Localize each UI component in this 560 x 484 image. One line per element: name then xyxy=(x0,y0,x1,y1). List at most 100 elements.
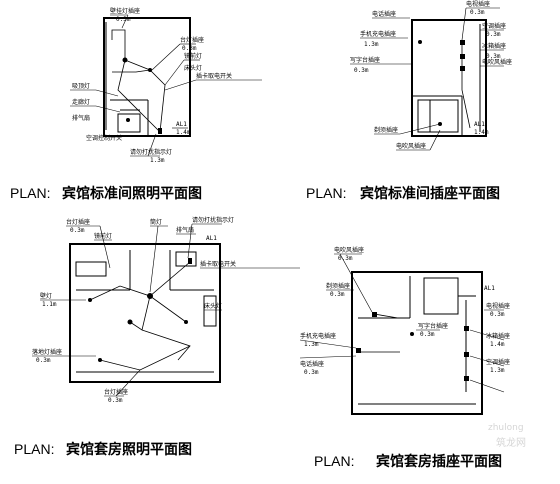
floor-plan xyxy=(103,17,191,137)
panel-standard-room-lighting: 壁挂灯插座 0.3m 台灯插座 0.3m 镜前灯 床头灯 插卡取电开关 吸顶灯 … xyxy=(10,7,262,202)
ceiling-light-symbol xyxy=(122,57,128,63)
note-10: 请勿打扰指示灯 xyxy=(130,148,172,156)
note-5: 插卡取电开关 xyxy=(196,72,232,80)
note-2: 空调插座 xyxy=(482,22,506,30)
tv-socket-symbol xyxy=(464,326,469,331)
desk-socket-symbol xyxy=(410,332,414,336)
note-8: 空调插座 xyxy=(486,358,510,366)
value-2: 0.3m xyxy=(182,45,197,52)
note-6: 手机充电插座 xyxy=(360,30,396,38)
caption: PLAN: 宾馆标准间插座平面图 xyxy=(306,185,500,202)
mirror-light-symbol xyxy=(126,118,130,122)
note-7: 冰箱插座 xyxy=(486,332,510,340)
value-2: 0.3m xyxy=(486,31,501,38)
leaders xyxy=(350,7,504,151)
note-7: 写字台插座 xyxy=(350,56,380,64)
note-9: 空调控制开关 xyxy=(86,134,122,142)
tag-1: AL1 xyxy=(206,235,217,242)
note-2: 剃须插座 xyxy=(326,282,350,290)
note-2: 台灯插座 xyxy=(180,36,204,44)
note-9: 落地灯插座 xyxy=(32,348,62,356)
note-3: 冰箱插座 xyxy=(482,42,506,50)
note-8: 剃须插座 xyxy=(374,126,398,134)
tag-1: AL1 xyxy=(484,285,495,292)
switch-symbol xyxy=(188,258,192,264)
note-3: 筒灯 xyxy=(150,218,162,226)
bedside-light-symbol xyxy=(184,320,188,324)
note-7: 走廊灯 xyxy=(72,98,90,106)
plan-title: 宾馆套房照明平面图 xyxy=(66,441,192,458)
note-6: 插卡取电开关 xyxy=(200,260,236,268)
panel-suite-lighting: 台灯插座 0.3m 镜前灯 筒灯 排气扇 请勿打扰指示灯 AL1 插卡取电开关 … xyxy=(14,216,300,458)
note-9: 电吹风插座 xyxy=(396,142,426,150)
note-3: 手机充电插座 xyxy=(300,332,336,340)
note-7: 床头灯 xyxy=(204,302,222,310)
value-6: 0.3m xyxy=(490,311,505,318)
ac-socket-symbol xyxy=(464,376,469,381)
ac-socket-symbol xyxy=(460,54,465,59)
note-1: 台灯插座 xyxy=(66,218,90,226)
value-3: 1.4m xyxy=(176,129,191,136)
note-2: 镜前灯 xyxy=(94,232,112,240)
watermark: zhulong 筑龙网 xyxy=(488,423,526,449)
note-4: 床头灯 xyxy=(184,64,202,72)
switch-symbol xyxy=(158,128,162,134)
value-1: 0.3m xyxy=(70,227,85,234)
fridge-socket-symbol xyxy=(460,66,465,71)
shaver-socket-symbol xyxy=(372,312,377,317)
fridge-socket-symbol xyxy=(464,352,469,357)
tv-socket-symbol xyxy=(460,40,465,45)
note-3: 镜前灯 xyxy=(184,52,202,60)
value-3: 0.3m xyxy=(36,357,51,364)
annotations: 壁挂灯插座 0.3m 台灯插座 0.3m 镜前灯 床头灯 插卡取电开关 吸顶灯 … xyxy=(72,7,232,164)
plan-label: PLAN: xyxy=(306,185,346,201)
value-8: 1.3m xyxy=(490,367,505,374)
wiring xyxy=(88,258,192,371)
caption: PLAN: 宾馆套房照明平面图 xyxy=(14,441,192,458)
wall-light-symbol xyxy=(88,298,92,302)
note-1: 电吹风插座 xyxy=(334,246,364,254)
plan-label: PLAN: xyxy=(14,441,54,457)
value-3: 1.3m xyxy=(304,341,319,348)
value-1: 0.3m xyxy=(116,16,131,23)
watermark-brand: zhulong xyxy=(488,423,524,433)
tag-1: AL1 xyxy=(474,121,485,128)
value-3: 0.3m xyxy=(486,53,501,60)
leaders xyxy=(70,14,262,157)
leaders xyxy=(299,253,505,393)
note-6: 吸顶灯 xyxy=(72,82,90,90)
value-4: 0.3m xyxy=(304,369,319,376)
value-2: 1.1m xyxy=(42,301,57,308)
note-5: 写字台插座 xyxy=(418,322,448,330)
note-1: 壁挂灯插座 xyxy=(110,7,140,15)
plan-label: PLAN: xyxy=(314,453,354,469)
annotations: 台灯插座 0.3m 镜前灯 筒灯 排气扇 请勿打扰指示灯 AL1 插卡取电开关 … xyxy=(32,216,236,404)
note-4: 电吹风插座 xyxy=(482,58,512,66)
note-8: 壁灯 xyxy=(40,292,52,300)
panel-suite-sockets: 电吹风插座 0.3m 剃须插座 0.3m 手机充电插座 1.3m 电话插座 0.… xyxy=(299,246,510,470)
annotations: 电吹风插座 0.3m 剃须插座 0.3m 手机充电插座 1.3m 电话插座 0.… xyxy=(300,246,510,376)
ceiling-light-symbol xyxy=(147,293,153,299)
plan-title: 宾馆套房插座平面图 xyxy=(376,453,502,470)
value-4: 1.3m xyxy=(364,41,379,48)
value-1: 0.3m xyxy=(338,255,353,262)
value-6: 1.4m xyxy=(474,129,489,136)
value-4: 1.3m xyxy=(150,157,165,164)
plan-title: 宾馆标准间照明平面图 xyxy=(62,185,202,202)
wiring xyxy=(356,312,469,381)
note-8: 排气扇 xyxy=(72,114,90,122)
value-5: 0.3m xyxy=(420,331,435,338)
caption: PLAN: 宾馆标准间照明平面图 xyxy=(10,185,202,202)
leaders xyxy=(32,223,300,397)
floor-lamp-socket-symbol xyxy=(98,358,102,362)
note-4: 电话插座 xyxy=(300,360,324,368)
phone-socket-symbol xyxy=(356,348,361,353)
value-4: 0.3m xyxy=(108,397,123,404)
panel-standard-room-sockets: 电视插座 0.3m 空调插座 0.3m 冰箱插座 0.3m 电吹风插座 电话插座… xyxy=(306,0,512,202)
floor-plan xyxy=(351,271,483,415)
note-6: 电视插座 xyxy=(486,302,510,310)
floor-plan xyxy=(411,19,487,137)
plan-label: PLAN: xyxy=(10,185,50,201)
phone-socket-symbol xyxy=(418,40,422,44)
